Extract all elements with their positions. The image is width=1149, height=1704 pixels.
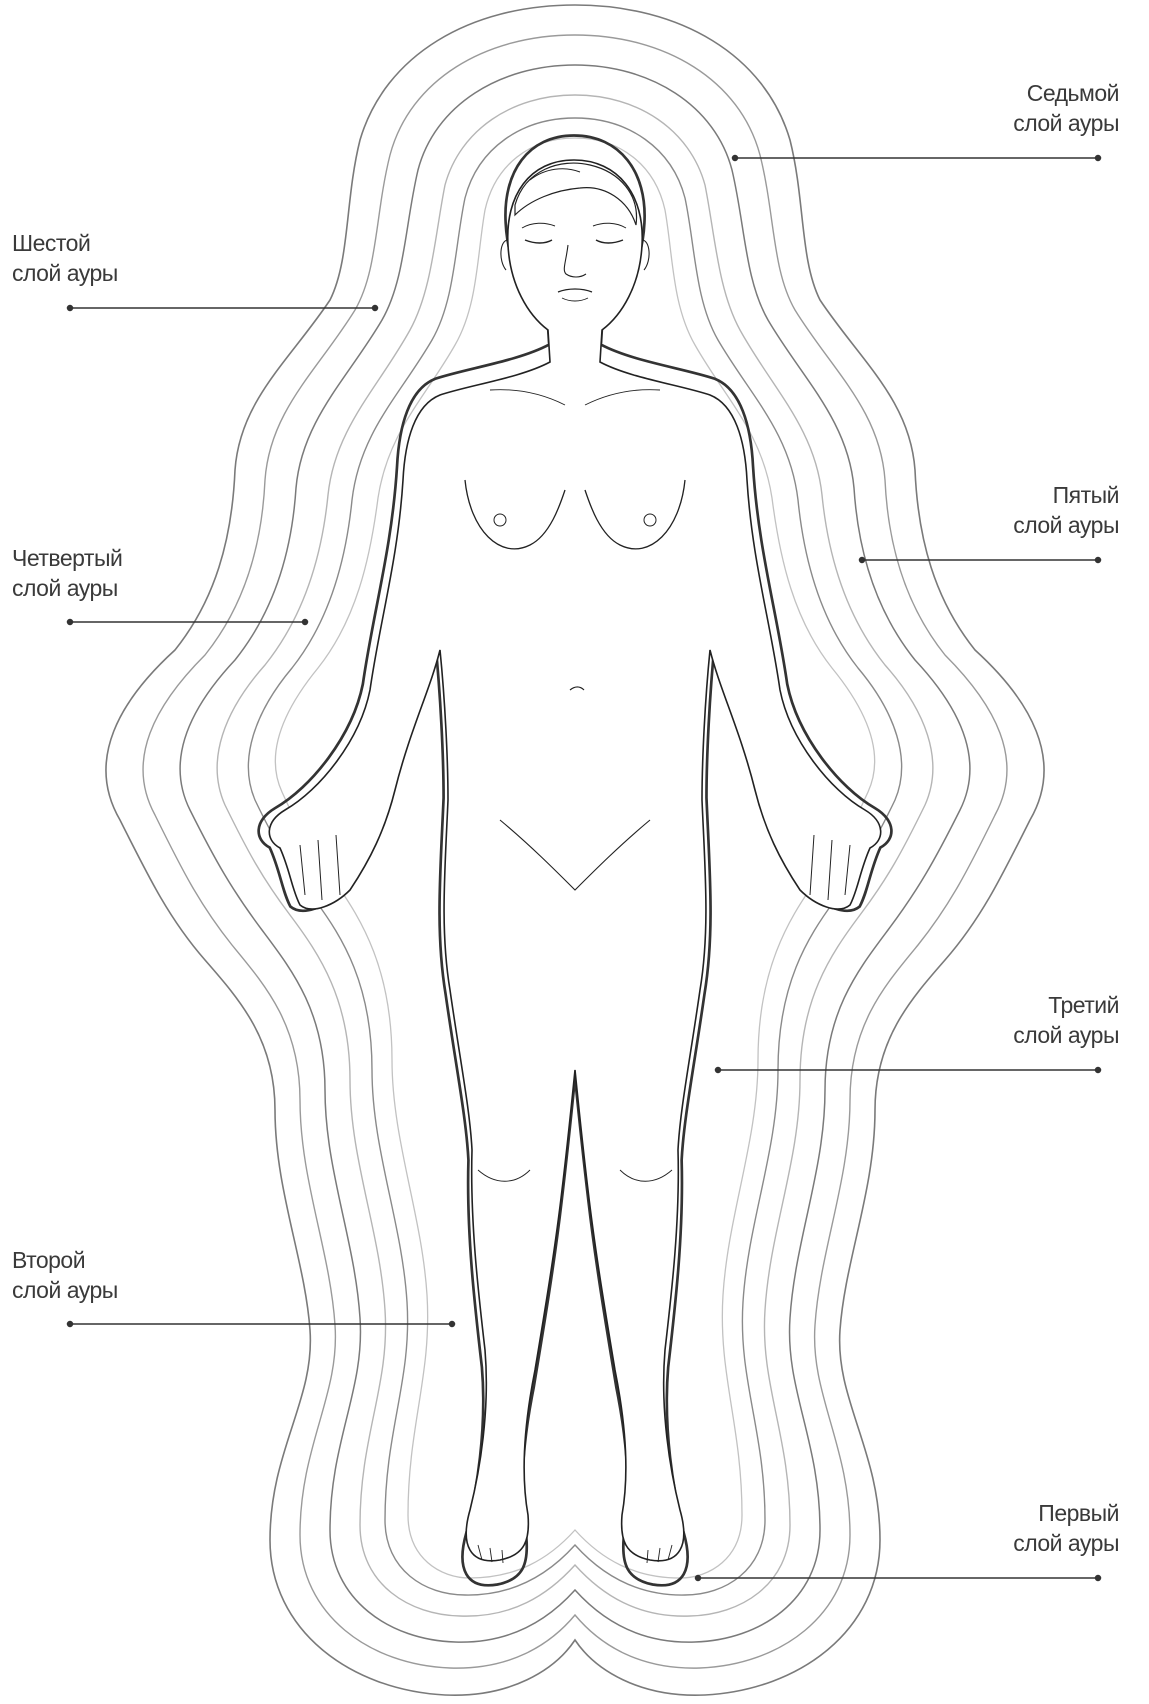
leader-layer-7 [733,156,1101,161]
label-layer-3-line2: слой ауры [1013,1020,1119,1050]
label-layer-5-line1: Пятый [1013,480,1119,510]
leader-layer-5 [860,558,1101,563]
label-layer-1: Первый слой ауры [1013,1498,1119,1558]
label-layer-4-line1: Четвертый [12,543,122,573]
label-layer-2: Второй слой ауры [12,1245,118,1305]
label-layer-5-line2: слой ауры [1013,510,1119,540]
label-layer-5: Пятый слой ауры [1013,480,1119,540]
leader-layer-6 [68,306,378,311]
label-layer-3: Третий слой ауры [1013,990,1119,1050]
leader-layer-3 [716,1068,1101,1073]
label-layer-1-line2: слой ауры [1013,1528,1119,1558]
label-layer-2-line2: слой ауры [12,1275,118,1305]
label-layer-3-line1: Третий [1013,990,1119,1020]
leader-layer-2 [68,1322,455,1327]
label-layer-6-line2: слой ауры [12,258,118,288]
label-layer-7: Седьмой слой ауры [1013,78,1119,138]
leader-layer-1 [696,1576,1101,1581]
label-layer-7-line1: Седьмой [1013,78,1119,108]
label-layer-2-line1: Второй [12,1245,118,1275]
label-layer-4-line2: слой ауры [12,573,122,603]
leader-layer-4 [68,620,308,625]
label-layer-4: Четвертый слой ауры [12,543,122,603]
label-layer-6-line1: Шестой [12,228,118,258]
label-layer-6: Шестой слой ауры [12,228,118,288]
human-body-outline [269,160,880,1563]
label-layer-7-line2: слой ауры [1013,108,1119,138]
label-layer-1-line1: Первый [1013,1498,1119,1528]
